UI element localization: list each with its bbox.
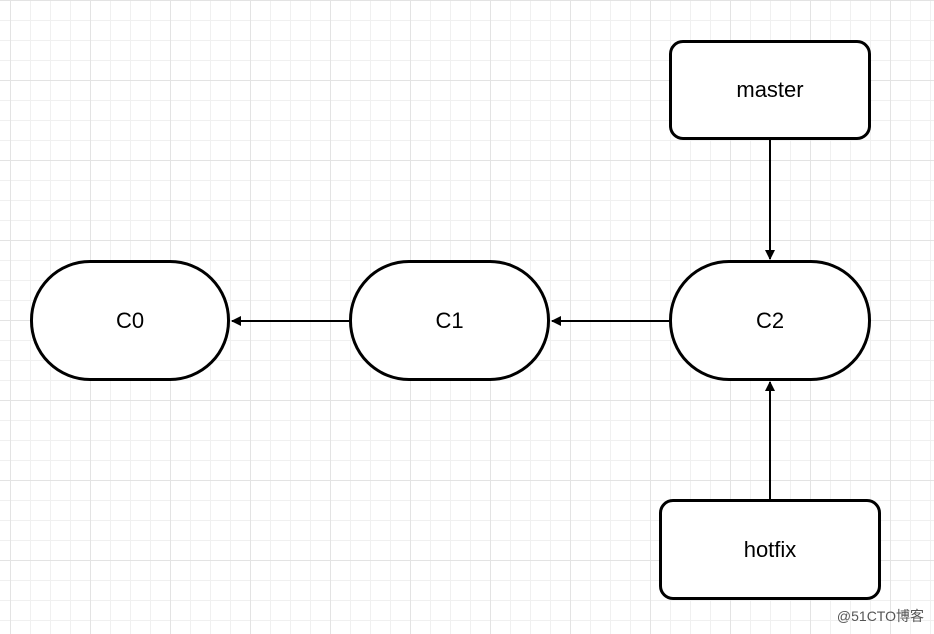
- branch-label-master: master: [736, 77, 804, 102]
- commit-node-c2[interactable]: C2: [669, 260, 871, 381]
- branch-node-master[interactable]: master: [669, 40, 871, 140]
- branch-node-hotfix[interactable]: hotfix: [659, 499, 881, 600]
- watermark-text: @51CTO博客: [836, 608, 924, 624]
- commit-node-c0[interactable]: C0: [30, 260, 230, 381]
- branch-label-hotfix: hotfix: [743, 536, 797, 562]
- commit-label-c0: C0: [115, 307, 145, 333]
- commit-node-c1[interactable]: C1: [349, 260, 550, 381]
- commit-label-c1: C1: [435, 307, 464, 333]
- commit-label-c2: C2: [755, 307, 785, 333]
